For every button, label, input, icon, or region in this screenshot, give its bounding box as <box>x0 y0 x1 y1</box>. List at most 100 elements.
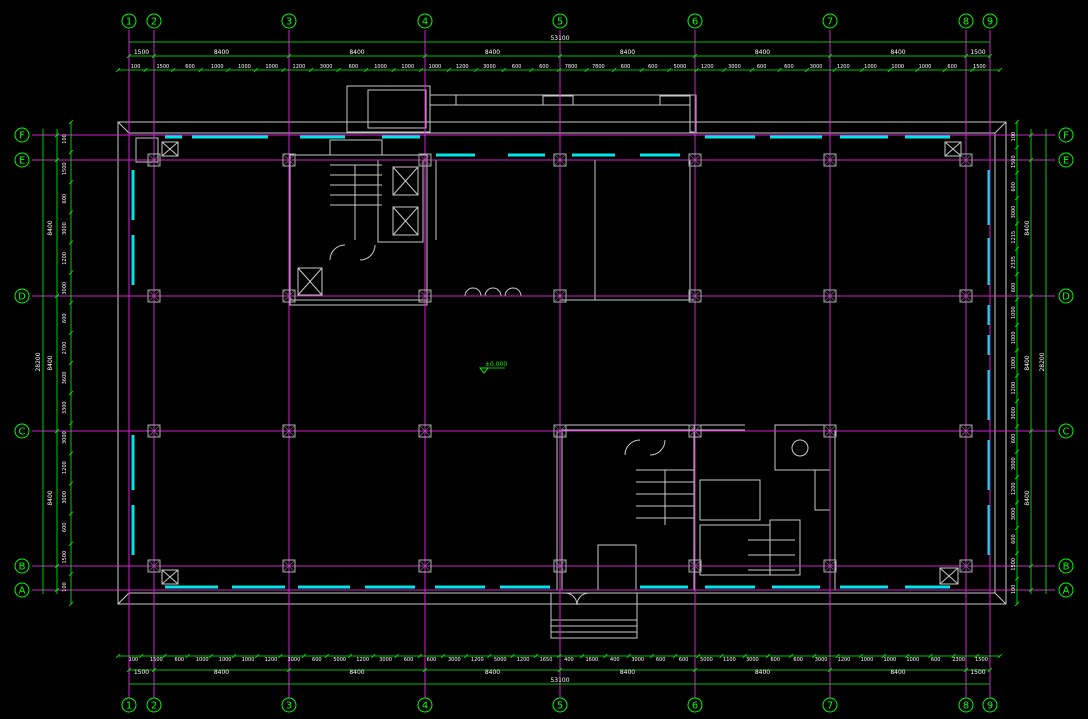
dim-top-detail: 1000 <box>211 64 224 70</box>
dim-tick <box>324 653 330 659</box>
dim-tick <box>626 653 631 659</box>
dim-tick <box>1014 322 1020 328</box>
dim-tick <box>1014 170 1020 176</box>
dim-top-bay: 8400 <box>890 49 905 56</box>
dim-right-bay: 8400 <box>1024 355 1031 370</box>
dim-tick <box>804 67 810 73</box>
dim-bottom-detail: 3000 <box>815 657 828 663</box>
column <box>959 289 973 303</box>
dim-tick <box>143 67 148 73</box>
column-hatch <box>959 424 973 438</box>
dim-left-detail: 100 <box>62 582 68 592</box>
dim-tick <box>1014 145 1020 150</box>
dim-left-detail: 3300 <box>62 401 68 414</box>
axis-bubble-bottom-9: 9 <box>982 697 998 713</box>
dim-bottom-detail: 1650 <box>540 657 553 663</box>
dim-top-detail: 1500 <box>973 64 986 70</box>
dim-tick <box>253 67 259 73</box>
dim-top-detail: 1000 <box>864 64 877 70</box>
dim-tick <box>170 67 176 73</box>
dim-tick <box>487 653 492 659</box>
dim-bottom-bay: 8400 <box>620 669 635 676</box>
dim-tick <box>231 653 237 659</box>
column <box>688 559 702 573</box>
dim-tick <box>54 587 60 593</box>
dim-right-bay: 8400 <box>1024 220 1031 235</box>
axis-bubble-top-9: 9 <box>982 13 998 29</box>
dim-tick <box>859 67 865 73</box>
dim-tick <box>533 653 539 659</box>
dim-tick <box>997 653 1003 659</box>
axis-bubble-top-6: 6 <box>687 13 703 29</box>
dim-tick <box>942 67 948 73</box>
dim-left-bay: 8400 <box>47 220 54 235</box>
axis-label: 2 <box>151 17 157 28</box>
column <box>959 559 973 573</box>
dim-tick <box>1028 563 1034 569</box>
dim-tick <box>68 119 74 125</box>
axis-bubble-bottom-5: 5 <box>552 697 568 713</box>
column-hatch <box>418 289 432 303</box>
dim-bottom-detail: 1200 <box>838 657 851 663</box>
dim-tick <box>695 653 701 659</box>
dim-bottom-detail: 1500 <box>975 657 988 663</box>
dim-left-detail: 100 <box>62 134 68 144</box>
dim-tick <box>68 511 74 516</box>
dim-left-detail: 3000 <box>62 431 68 444</box>
column-hatch <box>823 559 837 573</box>
dim-tick <box>126 53 132 59</box>
axis-bubble-right-F: F <box>1058 127 1074 143</box>
column <box>418 153 432 167</box>
dim-left-detail: 600 <box>62 523 68 533</box>
axis-label: 6 <box>692 701 698 712</box>
dim-tick <box>54 563 60 569</box>
dim-left-detail: 1500 <box>62 551 68 564</box>
dim-tick <box>463 653 469 659</box>
axis-grid-lines <box>32 30 1055 700</box>
dim-tick <box>692 53 698 59</box>
dim-tick <box>1028 587 1034 593</box>
dim-tick <box>68 541 74 547</box>
dim-tick <box>1028 157 1034 163</box>
dim-tick <box>208 653 214 659</box>
dim-bottom-detail: 5000 <box>700 657 713 663</box>
dim-tick <box>649 653 655 659</box>
dim-top-detail: 600 <box>512 64 522 70</box>
dim-bottom-detail: 1000 <box>196 657 209 663</box>
dim-tick <box>639 67 644 73</box>
column-hatch <box>959 153 973 167</box>
dim-tick <box>765 653 771 659</box>
dim-left-detail: 3600 <box>62 372 68 385</box>
dim-bottom-bay: 8400 <box>485 669 500 676</box>
dim-tick <box>603 653 608 659</box>
column-hatch <box>147 289 161 303</box>
dim-tick <box>422 53 428 59</box>
dim-top-detail: 600 <box>784 64 794 70</box>
column-hatch <box>688 424 702 438</box>
axis-bubble-right-C: C <box>1058 423 1074 439</box>
column <box>147 153 161 167</box>
column <box>553 289 567 303</box>
dim-bottom-bay: 1500 <box>134 669 149 676</box>
dim-bottom-detail: 2300 <box>952 657 965 663</box>
dim-tick <box>827 53 833 59</box>
dim-tick <box>1028 428 1034 434</box>
dim-tick <box>832 67 837 73</box>
dim-top-detail: 3000 <box>483 64 496 70</box>
dim-bottom-detail: 600 <box>312 657 322 663</box>
axis-label: C <box>19 427 26 438</box>
dim-left-bay: 8400 <box>47 490 54 505</box>
dim-left-detail: 600 <box>62 194 68 204</box>
dim-right-detail: 1000 <box>1011 357 1017 370</box>
dim-tick <box>336 67 341 73</box>
axis-label: 4 <box>422 17 428 28</box>
axis-label: 7 <box>827 17 833 28</box>
dim-tick <box>742 653 747 659</box>
axis-bubble-top-3: 3 <box>281 13 297 29</box>
dim-tick <box>722 67 727 73</box>
elevation-text: ±0.000 <box>485 361 507 368</box>
dim-tick <box>584 67 589 73</box>
dim-bottom-detail: 400 <box>564 657 574 663</box>
dim-bottom-detail: 1000 <box>219 657 232 663</box>
dim-left-detail: 600 <box>62 313 68 323</box>
